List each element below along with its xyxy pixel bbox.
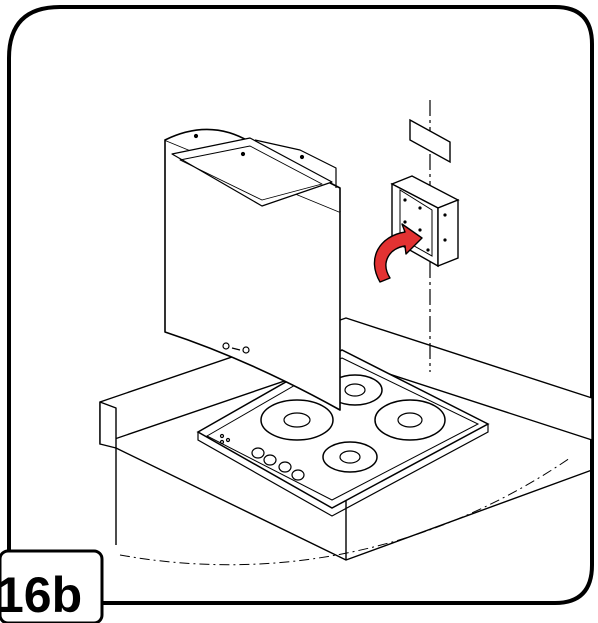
burner-front-right <box>374 399 446 441</box>
figure-label-box <box>0 549 104 623</box>
burner-front-left <box>322 441 378 473</box>
dash-dot-outline <box>119 457 571 566</box>
kitchen-counter <box>99 317 593 561</box>
ceiling-plate <box>409 118 451 164</box>
cooker-hood <box>164 128 341 411</box>
burner-back-left <box>260 399 334 441</box>
control-knobs <box>219 433 305 481</box>
figure-label: 16b <box>0 567 82 623</box>
figure-frame <box>7 5 594 605</box>
mounting-bracket <box>390 175 460 268</box>
red-arrow-icon <box>373 223 423 283</box>
hood-logo-icon <box>222 342 250 354</box>
